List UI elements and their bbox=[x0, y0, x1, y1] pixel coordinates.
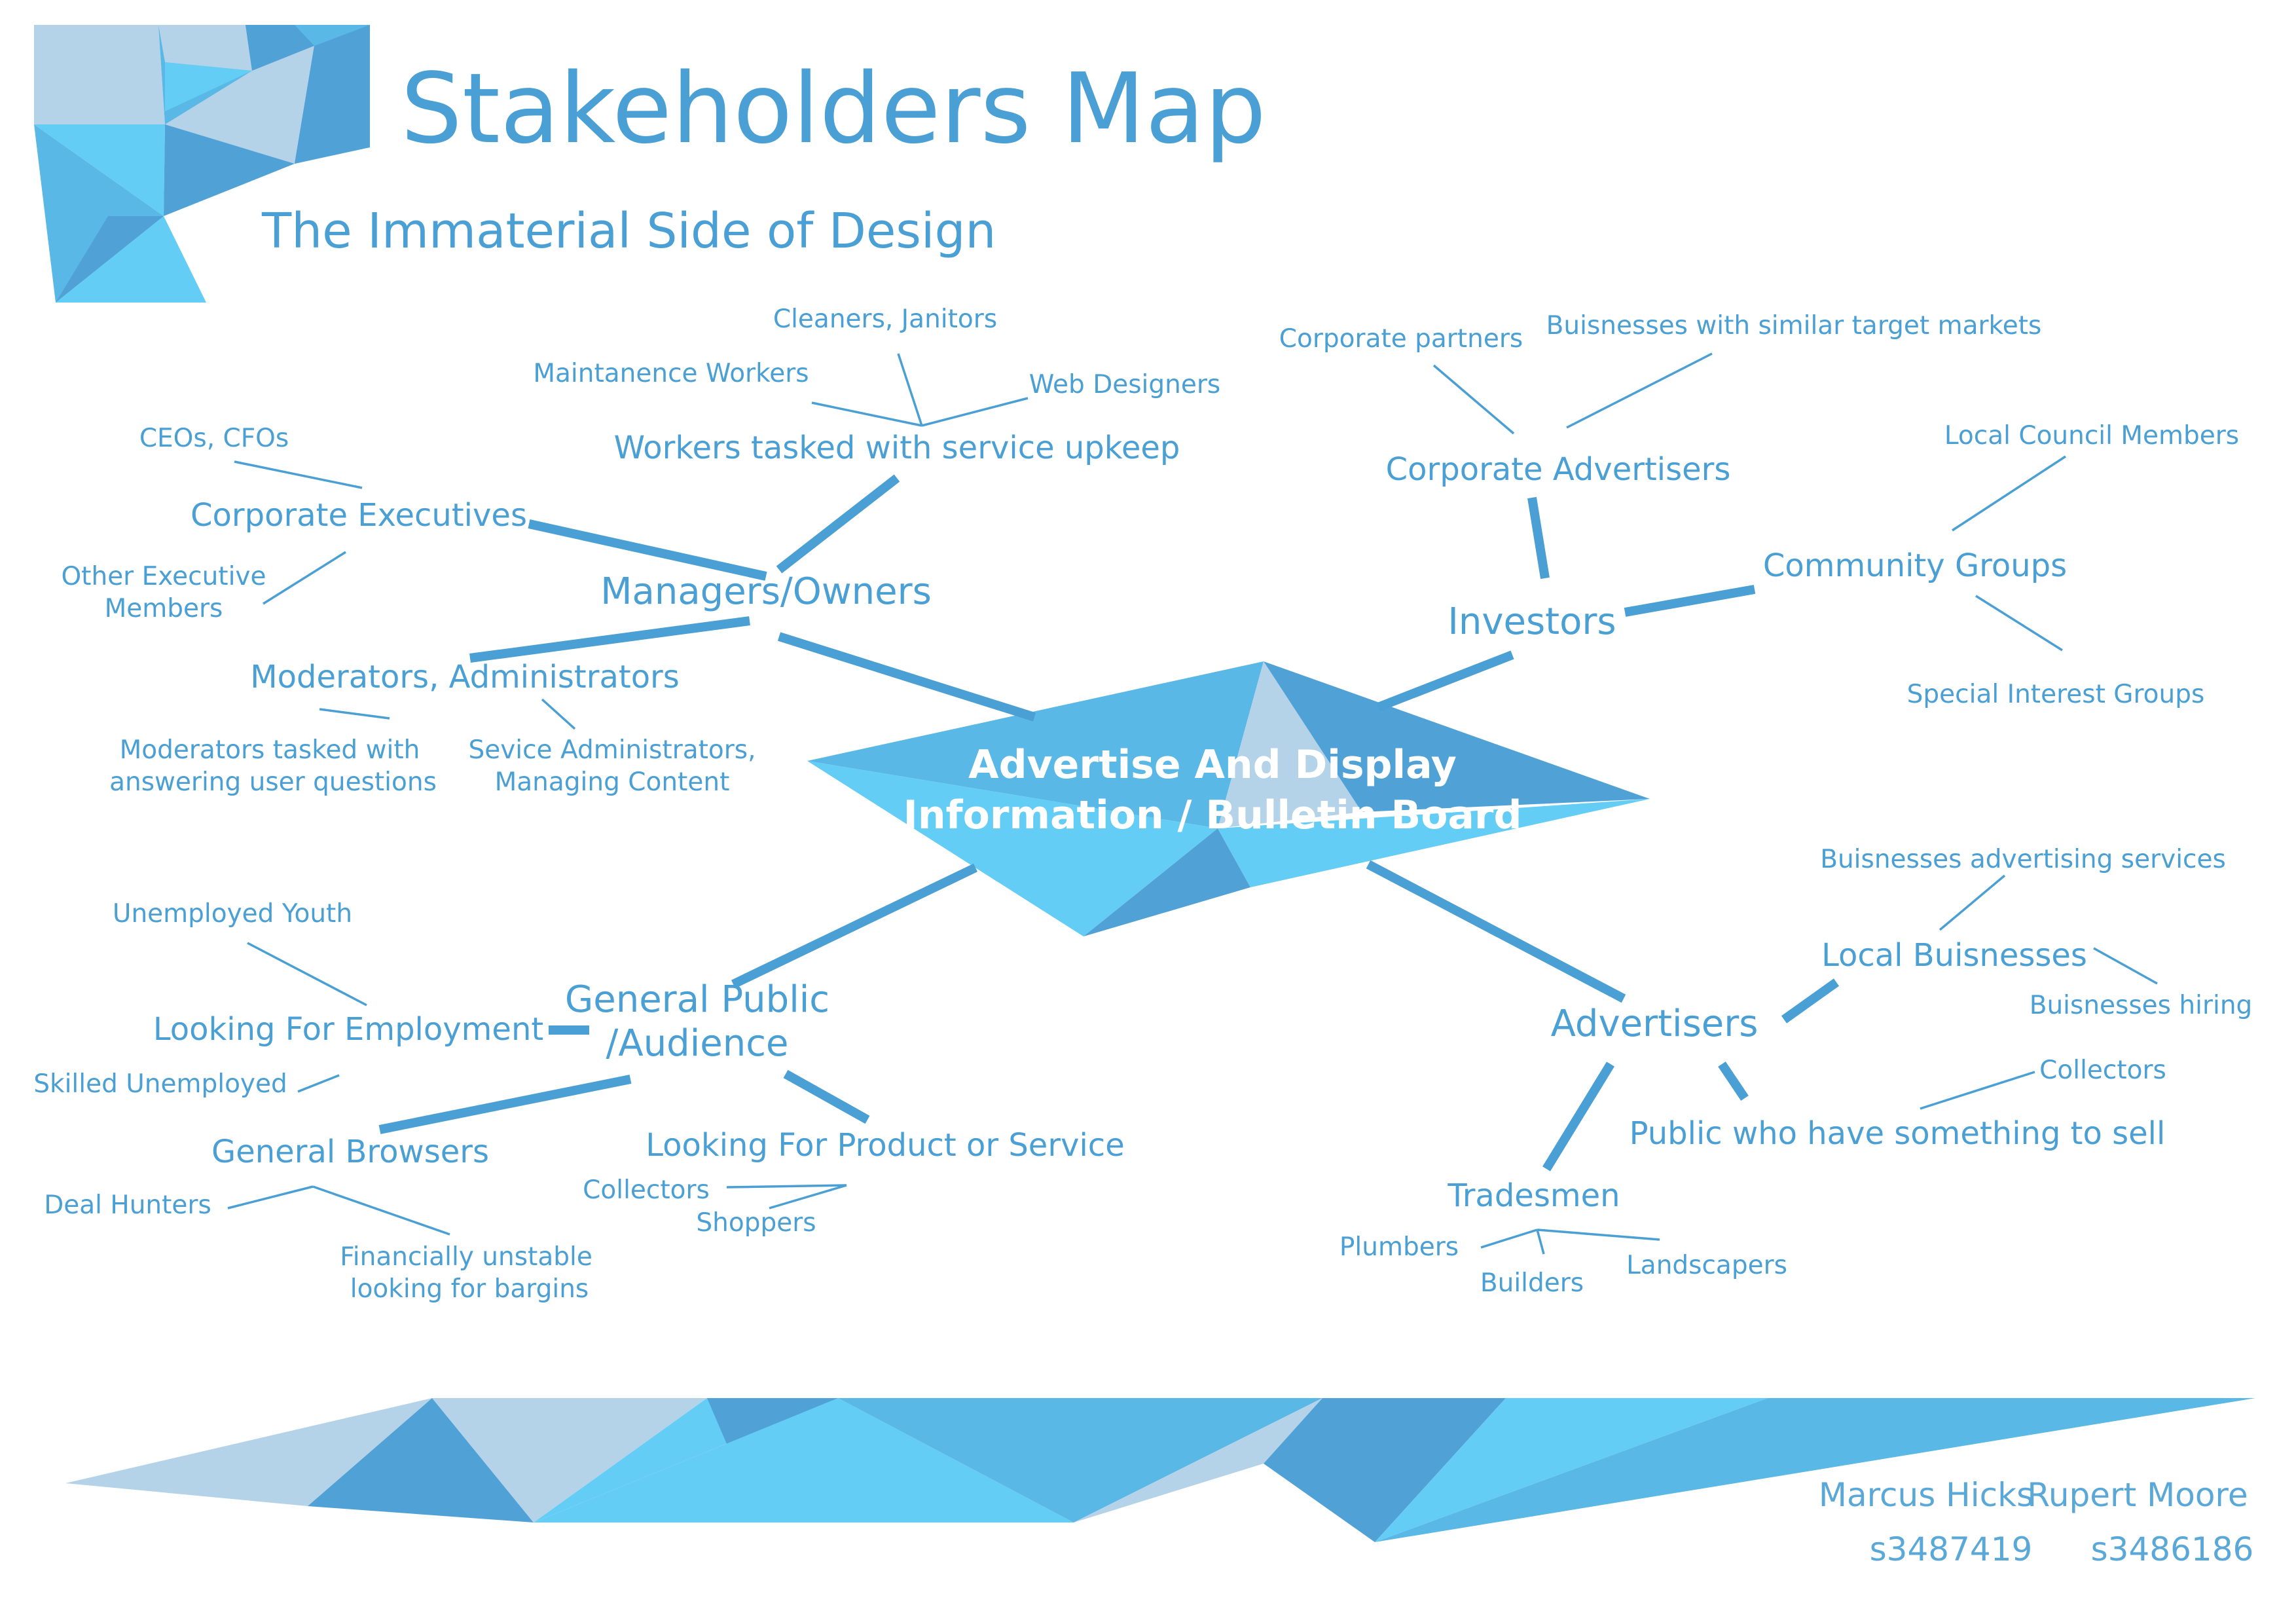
node-corporate-advertisers: Corporate Advertisers bbox=[1386, 451, 1731, 488]
leaf-cleaners-janitors: Cleaners, Janitors bbox=[773, 304, 997, 334]
author-id-1: s3487419 bbox=[1870, 1530, 2033, 1568]
node-public-selling: Public who have something to sell bbox=[1630, 1115, 2166, 1152]
node-general-public-line1: General Public bbox=[565, 978, 829, 1021]
leaf-shoppers: Shoppers bbox=[696, 1208, 816, 1238]
leaf-ceos-cfos: CEOs, CFOs bbox=[139, 424, 289, 453]
node-looking-for-employment: Looking For Employment bbox=[153, 1011, 543, 1048]
node-tradesmen: Tradesmen bbox=[1447, 1177, 1620, 1214]
author-id-2: s3486186 bbox=[2091, 1530, 2254, 1568]
corner-logo-graphic bbox=[34, 25, 370, 303]
primary-connectors bbox=[378, 474, 1840, 1172]
leaf-other-executive-line2: Members bbox=[105, 594, 223, 623]
node-investors: Investors bbox=[1448, 600, 1616, 643]
leaf-web-designers: Web Designers bbox=[1029, 370, 1220, 399]
leaf-builders: Builders bbox=[1480, 1268, 1584, 1298]
leaf-other-executive-line1: Other Executive bbox=[61, 562, 266, 591]
leaf-skilled-unemployed: Skilled Unemployed bbox=[33, 1069, 287, 1099]
leaf-businesses-hiring: Buisnesses hiring bbox=[2030, 991, 2253, 1020]
node-workers-upkeep: Workers tasked with service upkeep bbox=[614, 430, 1180, 466]
leaf-product-collectors: Collectors bbox=[583, 1175, 710, 1205]
leaf-maintenance-workers: Maintanence Workers bbox=[533, 359, 809, 388]
leaf-financially-unstable-line1: Financially unstable bbox=[340, 1242, 592, 1272]
leaf-deal-hunters: Deal Hunters bbox=[44, 1190, 211, 1220]
center-label-line2: Information / Bulletin Board bbox=[903, 792, 1522, 838]
node-local-businesses: Local Buisnesses bbox=[1821, 937, 2087, 974]
leaf-landscapers: Landscapers bbox=[1626, 1251, 1787, 1280]
node-general-public-line2: /Audience bbox=[606, 1022, 789, 1065]
leaf-businesses-advertising-services: Buisnesses advertising services bbox=[1820, 845, 2226, 874]
center-label-line1: Advertise And Display bbox=[968, 742, 1457, 788]
leaf-service-admin-line2: Managing Content bbox=[495, 767, 730, 797]
leaf-connectors bbox=[227, 352, 2158, 1255]
leaf-moderators-tasked-line1: Moderators tasked with bbox=[120, 735, 420, 765]
leaf-unemployed-youth: Unemployed Youth bbox=[113, 899, 352, 929]
leaf-moderators-tasked-line2: answering user questions bbox=[109, 767, 437, 797]
bottom-polygon-strip bbox=[65, 1398, 2255, 1542]
node-general-browsers: General Browsers bbox=[211, 1134, 489, 1170]
central-diamond bbox=[807, 661, 1650, 936]
author-name-1: Marcus Hicks bbox=[1819, 1476, 2033, 1514]
leaf-local-council-members: Local Council Members bbox=[1944, 421, 2239, 451]
leaf-special-interest-groups: Special Interest Groups bbox=[1907, 680, 2205, 709]
node-community-groups: Community Groups bbox=[1763, 547, 2067, 584]
page-subtitle: The Immaterial Side of Design bbox=[261, 203, 996, 259]
node-advertisers: Advertisers bbox=[1551, 1003, 1758, 1045]
leaf-similar-target-markets: Buisnesses with similar target markets bbox=[1546, 311, 2042, 341]
leaf-corporate-partners: Corporate partners bbox=[1279, 324, 1523, 354]
page-title: Stakeholders Map bbox=[401, 52, 1266, 165]
leaf-financially-unstable-line2: looking for bargins bbox=[350, 1274, 589, 1304]
node-corporate-executives: Corporate Executives bbox=[191, 497, 527, 534]
leaf-seller-collectors: Collectors bbox=[2039, 1056, 2166, 1085]
node-looking-for-product: Looking For Product or Service bbox=[646, 1127, 1124, 1164]
leaf-service-admin-line1: Sevice Administrators, bbox=[468, 735, 756, 765]
author-name-2: Rupert Moore bbox=[2027, 1476, 2248, 1514]
node-managers-owners: Managers/Owners bbox=[600, 570, 932, 613]
leaf-plumbers: Plumbers bbox=[1339, 1232, 1459, 1262]
node-moderators-administrators: Moderators, Administrators bbox=[250, 659, 680, 695]
